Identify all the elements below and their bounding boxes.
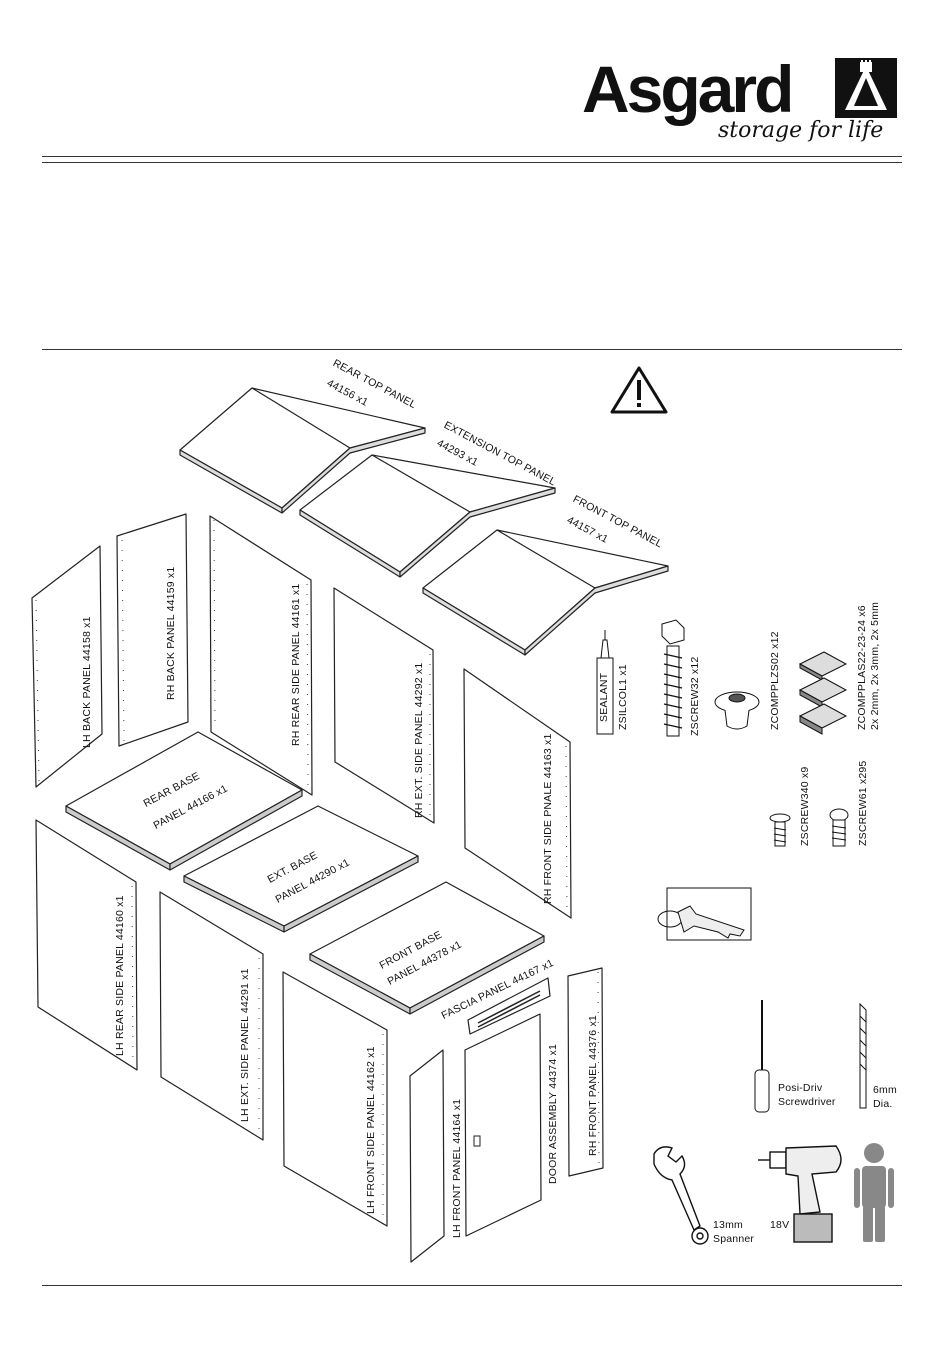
- rear-base-panel-shape: [65, 731, 303, 871]
- lh-rear-side-panel-shape: [35, 819, 138, 1071]
- screw32-icon: [661, 619, 685, 737]
- header-rule-top: [42, 156, 902, 157]
- brand-tagline: storage for life: [718, 118, 884, 143]
- screwdriver-line2: Screwdriver: [778, 1096, 836, 1108]
- lh-ext-side-panel-label: LH EXT. SIDE PANEL 44291 x1: [239, 968, 251, 1122]
- door-assembly-shape: [464, 1013, 542, 1237]
- brand-emblem-icon: [835, 58, 897, 118]
- door-handle-shape: [473, 1135, 481, 1147]
- screw32-code: ZSCREW32 x12: [689, 656, 701, 736]
- rh-front-panel-shape: [567, 967, 604, 1177]
- rh-ext-side-panel-label: RH EXT. SIDE PANEL 44292 x1: [413, 662, 425, 818]
- rh-rear-side-panel-label: RH REAR SIDE PANEL 44161 x1: [290, 583, 302, 746]
- rh-front-side-panel-label: RH FRONT SIDE PNALE 44163 x1: [542, 733, 554, 904]
- lh-front-side-panel-label: LH FRONT SIDE PANEL 44162 x1: [365, 1046, 377, 1214]
- screwdriver-line1: Posi-Driv: [778, 1082, 823, 1094]
- section-rule: [42, 349, 902, 350]
- plug-code: ZCOMPPLZS02 x12: [769, 631, 781, 730]
- brand-name: Asgard: [582, 52, 794, 126]
- brand-logo: Asgard: [582, 56, 794, 122]
- front-base-panel-shape: [309, 881, 545, 1015]
- rh-back-panel-label: RH BACK PANEL 44159 x1: [165, 566, 177, 700]
- lh-rear-side-panel-label: LH REAR SIDE PANEL 44160 x1: [114, 895, 126, 1056]
- screw61-icon: [829, 808, 849, 847]
- lh-front-panel-shape: [409, 1049, 445, 1263]
- drill-icon: [758, 1145, 842, 1243]
- fascia-panel-shape: [467, 977, 551, 1035]
- lh-back-panel-shape: [31, 545, 103, 788]
- screwdriver-icon: [754, 1000, 770, 1113]
- shims-sizes: 2x 2mm, 2x 3mm, 2x 5mm: [869, 601, 881, 730]
- warning-icon: [610, 366, 668, 414]
- rh-rear-side-panel-shape: [209, 515, 313, 796]
- screw340-code: ZSCREW340 x9: [799, 766, 811, 846]
- ext-base-panel-shape: [183, 805, 419, 933]
- spanner-line2: Spanner: [713, 1233, 755, 1245]
- lh-ext-side-panel-shape: [159, 891, 264, 1141]
- footer-rule: [42, 1285, 902, 1286]
- rh-front-panel-label: RH FRONT PANEL 44376 x1: [587, 1015, 599, 1156]
- rh-ext-side-panel-shape: [333, 587, 435, 824]
- screw340-icon: [769, 813, 791, 847]
- rh-front-side-panel-shape: [463, 668, 572, 919]
- lh-front-panel-label: LH FRONT PANEL 44164 x1: [451, 1098, 463, 1238]
- rh-back-panel-shape: [116, 513, 189, 747]
- drill-bit-icon: [859, 1002, 867, 1109]
- front-top-panel-shape: [422, 529, 669, 656]
- screw61-code: ZSCREW61 x295: [857, 760, 869, 846]
- sealant-tube-label: SEALANT: [598, 672, 610, 722]
- key-icon: [657, 887, 752, 941]
- sealant-code: ZSILCOL1 x1: [617, 664, 629, 730]
- door-assembly-label: DOOR ASSEMBLY 44374 x1: [547, 1044, 559, 1184]
- drillbit-line2: Dia.: [873, 1098, 893, 1110]
- extension-top-panel-shape: [299, 454, 556, 578]
- shims-code: ZCOMPPLAS22-23-24 x6: [856, 605, 868, 730]
- sealant-tube-icon: [596, 630, 614, 735]
- lh-front-side-panel-shape: [282, 971, 388, 1227]
- shims-icon: [798, 651, 848, 735]
- drillbit-line1: 6mm: [873, 1084, 897, 1096]
- spanner-line1: 13mm: [713, 1219, 743, 1231]
- lh-back-panel-label: LH BACK PANEL 44158 x1: [81, 616, 93, 748]
- header-rule-bottom: [42, 162, 902, 163]
- drill-label: 18V: [770, 1219, 790, 1231]
- spanner-icon: [653, 1146, 709, 1245]
- person-icon: [854, 1143, 894, 1242]
- plug-icon: [714, 691, 760, 730]
- rear-top-panel-shape: [179, 387, 426, 514]
